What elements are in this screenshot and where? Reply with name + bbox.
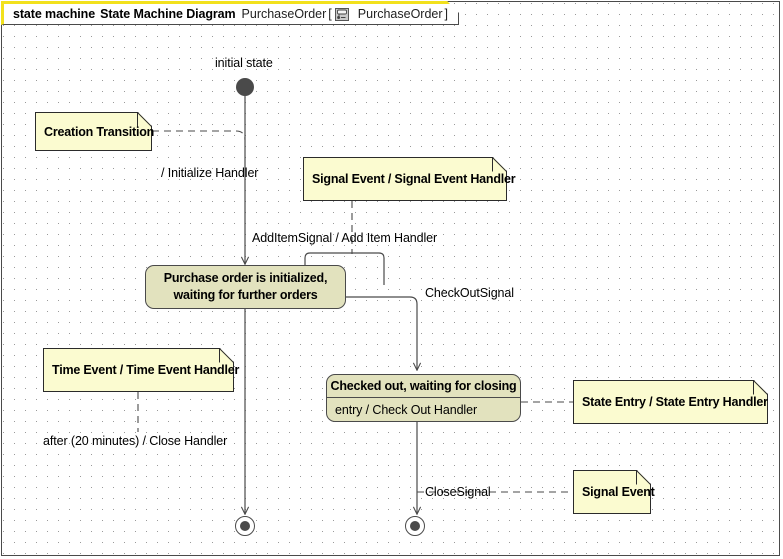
- state-checked-out-title: Checked out, waiting for closing: [327, 375, 520, 398]
- note-signal-event-handler[interactable]: Signal Event / Signal Event Handler: [303, 157, 516, 203]
- initial-state[interactable]: [236, 78, 254, 96]
- note-creation-transition-text: Creation Transition: [44, 124, 155, 139]
- note-state-entry-handler[interactable]: State Entry / State Entry Handler: [573, 380, 770, 426]
- transition-label-closesignal: CloseSignal: [425, 485, 491, 499]
- note-anchor-creation-transition: [152, 130, 246, 141]
- note-state-entry-handler-text: State Entry / State Entry Handler: [582, 395, 768, 409]
- note-fold-icon: [492, 157, 507, 172]
- note-signal-event-text: Signal Event: [582, 485, 655, 499]
- bracket-open: [: [328, 7, 332, 21]
- final-state-right[interactable]: [405, 516, 425, 536]
- diagram-qualifier-label: PurchaseOrder: [357, 7, 443, 21]
- note-time-event-handler-text: Time Event / Time Event Handler: [52, 363, 240, 377]
- bracket-close: ]: [444, 7, 449, 21]
- state-checked-out-entry-activity: entry / Check Out Handler: [335, 402, 478, 417]
- final-state-left[interactable]: [235, 516, 255, 536]
- note-fold-icon: [219, 348, 234, 363]
- transition-label-after-20-minutes: after (20 minutes) / Close Handler: [43, 434, 228, 448]
- state-purchase-order-line1: Purchase order is initialized,: [163, 271, 328, 285]
- diagram-name-label: PurchaseOrder: [241, 7, 327, 21]
- state-checked-out[interactable]: Checked out, waiting for closing entry /…: [326, 374, 521, 422]
- state-purchase-order-initialized[interactable]: Purchase order is initialized, waiting f…: [145, 265, 348, 311]
- note-signal-event-handler-text: Signal Event / Signal Event Handler: [312, 172, 516, 186]
- transition-label-additem: AddItemSignal / Add Item Handler: [252, 231, 438, 245]
- note-creation-transition[interactable]: Creation Transition: [35, 112, 155, 153]
- initial-state-label: initial state: [215, 56, 273, 70]
- transition-label-checkoutsignal: CheckOutSignal: [425, 286, 514, 300]
- transition-checkoutsignal: [346, 296, 417, 370]
- transition-label-initialize-handler: / Initialize Handler: [161, 166, 259, 180]
- diagram-type-label: State Machine Diagram: [100, 7, 236, 21]
- diagram-title-tab[interactable]: state machine State Machine Diagram Purc…: [1, 1, 459, 25]
- note-time-event-handler[interactable]: Time Event / Time Event Handler: [43, 348, 239, 394]
- note-fold-icon: [636, 470, 651, 485]
- note-fold-icon: [137, 112, 152, 127]
- note-fold-icon: [753, 380, 768, 395]
- note-signal-event[interactable]: Signal Event: [573, 470, 655, 516]
- state-purchase-order-line2: waiting for further orders: [173, 288, 318, 302]
- diagram-kind-label: state machine: [13, 7, 96, 21]
- state-machine-icon: [335, 8, 349, 21]
